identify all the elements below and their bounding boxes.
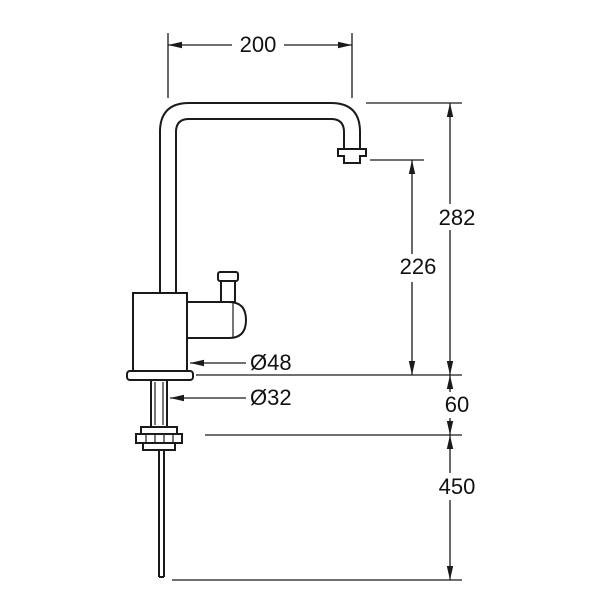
arrow-282-bottom xyxy=(446,361,454,375)
arrow-200-right xyxy=(338,41,352,49)
locknut-lower xyxy=(142,442,176,451)
dimension-226: 226 xyxy=(400,160,437,375)
arrow-200-left xyxy=(168,41,182,49)
mounting-shank xyxy=(150,379,168,428)
arrow-450-top xyxy=(446,435,454,449)
arrow-dia32 xyxy=(170,394,184,402)
arrow-226-top xyxy=(408,160,416,174)
dimension-282: 282 xyxy=(439,103,476,375)
faucet xyxy=(126,102,367,578)
dim-label-dia32: Ø32 xyxy=(250,385,292,410)
spout-outlet xyxy=(337,148,367,164)
dimension-450: 450 xyxy=(439,435,476,580)
faucet-body xyxy=(132,292,188,372)
handle-stem xyxy=(220,280,236,303)
handle-stem-cap xyxy=(217,271,239,282)
dim-label-200: 200 xyxy=(240,32,277,57)
dim-label-450: 450 xyxy=(439,474,476,499)
dim-label-282: 282 xyxy=(439,205,476,230)
spout-outer-contour xyxy=(159,102,361,293)
faucet-handle xyxy=(187,301,248,339)
leader-dia48: Ø48 xyxy=(190,350,292,375)
arrow-60-bottom xyxy=(446,421,454,435)
locknut-washer xyxy=(140,426,178,435)
dimension-60: 60 xyxy=(445,375,469,435)
base-flange xyxy=(126,370,194,381)
arrow-60-top xyxy=(446,375,454,389)
dim-label-60: 60 xyxy=(445,392,469,417)
arrow-450-bottom xyxy=(446,566,454,580)
locknut xyxy=(135,433,183,444)
leader-dia32: Ø32 xyxy=(170,385,292,410)
arrow-226-bottom xyxy=(408,361,416,375)
arrow-dia48 xyxy=(190,359,204,367)
dimension-200: 200 xyxy=(167,32,353,98)
spout-inner-contour xyxy=(175,118,345,293)
extension-lines xyxy=(172,102,462,581)
arrow-282-top xyxy=(446,103,454,117)
dim-label-dia48: Ø48 xyxy=(250,350,292,375)
dim-label-226: 226 xyxy=(400,254,437,279)
